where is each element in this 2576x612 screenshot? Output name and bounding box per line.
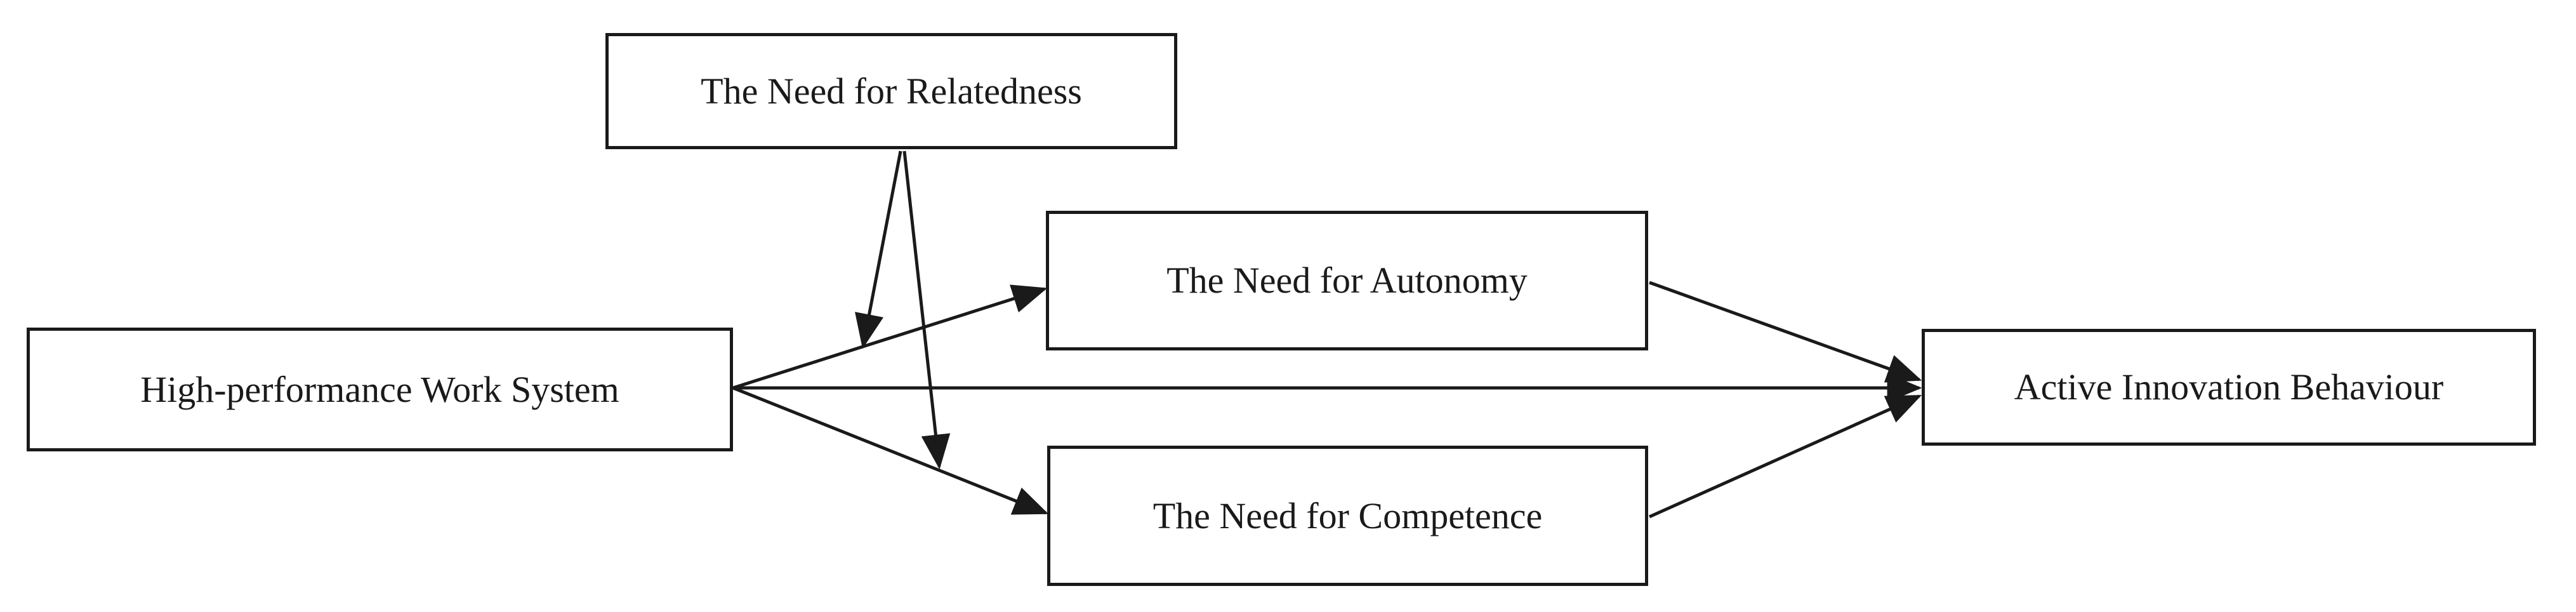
node-active-innovation-behaviour-label: Active Innovation Behaviour — [2014, 366, 2444, 408]
arrow-hpws-to-competence — [732, 386, 1049, 515]
node-need-for-relatedness-label: The Need for Relatedness — [701, 70, 1082, 112]
arrow-relatedness-moderates-hpws-competence — [902, 150, 951, 470]
node-need-for-relatedness: The Need for Relatedness — [605, 33, 1177, 149]
arrow-competence-to-aib — [1648, 394, 1922, 519]
node-high-performance-work-system-label: High-performance Work System — [140, 368, 619, 410]
node-need-for-autonomy-label: The Need for Autonomy — [1166, 260, 1528, 302]
arrow-hpws-to-autonomy — [732, 284, 1048, 390]
arrow-autonomy-to-aib — [1649, 281, 1922, 383]
node-need-for-autonomy: The Need for Autonomy — [1046, 211, 1648, 350]
node-need-for-competence: The Need for Competence — [1047, 446, 1648, 586]
node-need-for-competence-label: The Need for Competence — [1153, 495, 1543, 536]
node-active-innovation-behaviour: Active Innovation Behaviour — [1922, 329, 2536, 446]
arrow-relatedness-moderates-hpws-autonomy — [855, 150, 902, 349]
node-high-performance-work-system: High-performance Work System — [27, 328, 733, 451]
